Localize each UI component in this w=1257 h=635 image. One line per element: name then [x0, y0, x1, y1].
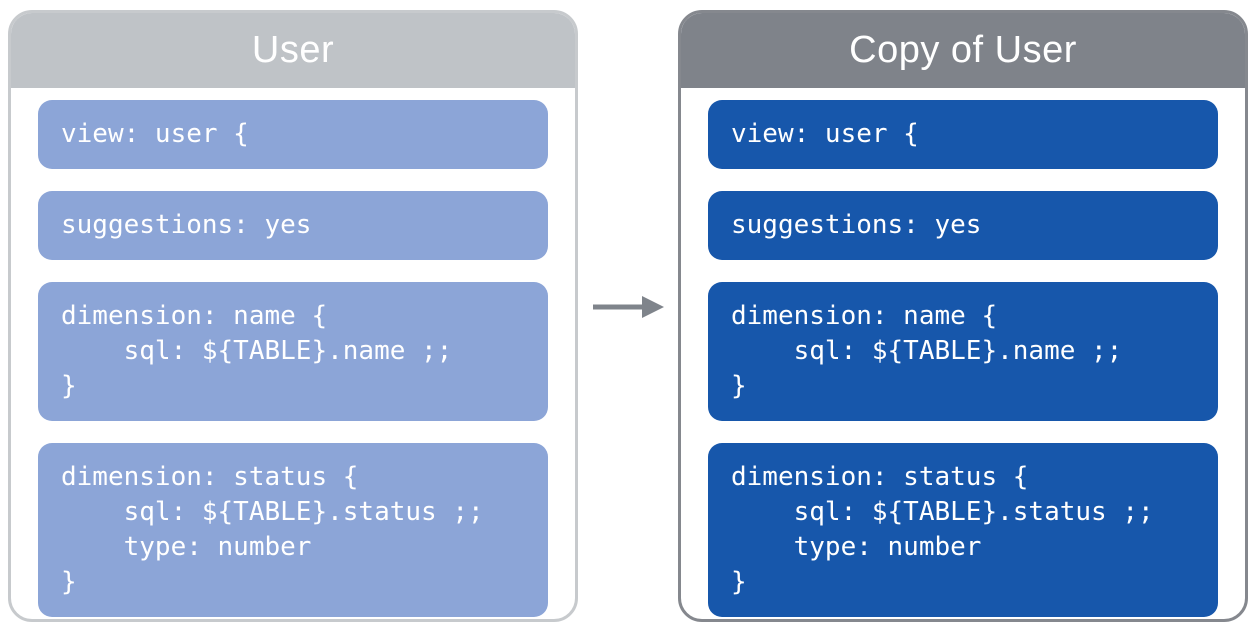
code-block: dimension: status { sql: ${TABLE}.status… — [708, 443, 1218, 617]
code-block: dimension: status { sql: ${TABLE}.status… — [38, 443, 548, 617]
panel-title: Copy of User — [849, 29, 1077, 71]
panel-user: User view: user { suggestions: yes dimensi… — [8, 10, 578, 622]
code-block: suggestions: yes — [708, 191, 1218, 260]
arrow-right-svg — [593, 296, 664, 318]
panel-body: view: user { suggestions: yes dimension: n… — [681, 88, 1245, 619]
code-block: view: user { — [38, 100, 548, 169]
arrow-right-icon — [590, 292, 668, 322]
panel-header: Copy of User — [681, 13, 1245, 88]
panel-body: view: user { suggestions: yes dimension: n… — [11, 88, 575, 619]
code-block: dimension: name { sql: ${TABLE}.name ;; … — [38, 282, 548, 421]
panel-copy-of-user: Copy of User view: user { suggestions: ye… — [678, 10, 1248, 622]
panel-title: User — [251, 29, 335, 71]
code-block: suggestions: yes — [38, 191, 548, 260]
code-block: view: user { — [708, 100, 1218, 169]
panel-header: User — [11, 13, 575, 88]
code-block: dimension: name { sql: ${TABLE}.name ;; … — [708, 282, 1218, 421]
